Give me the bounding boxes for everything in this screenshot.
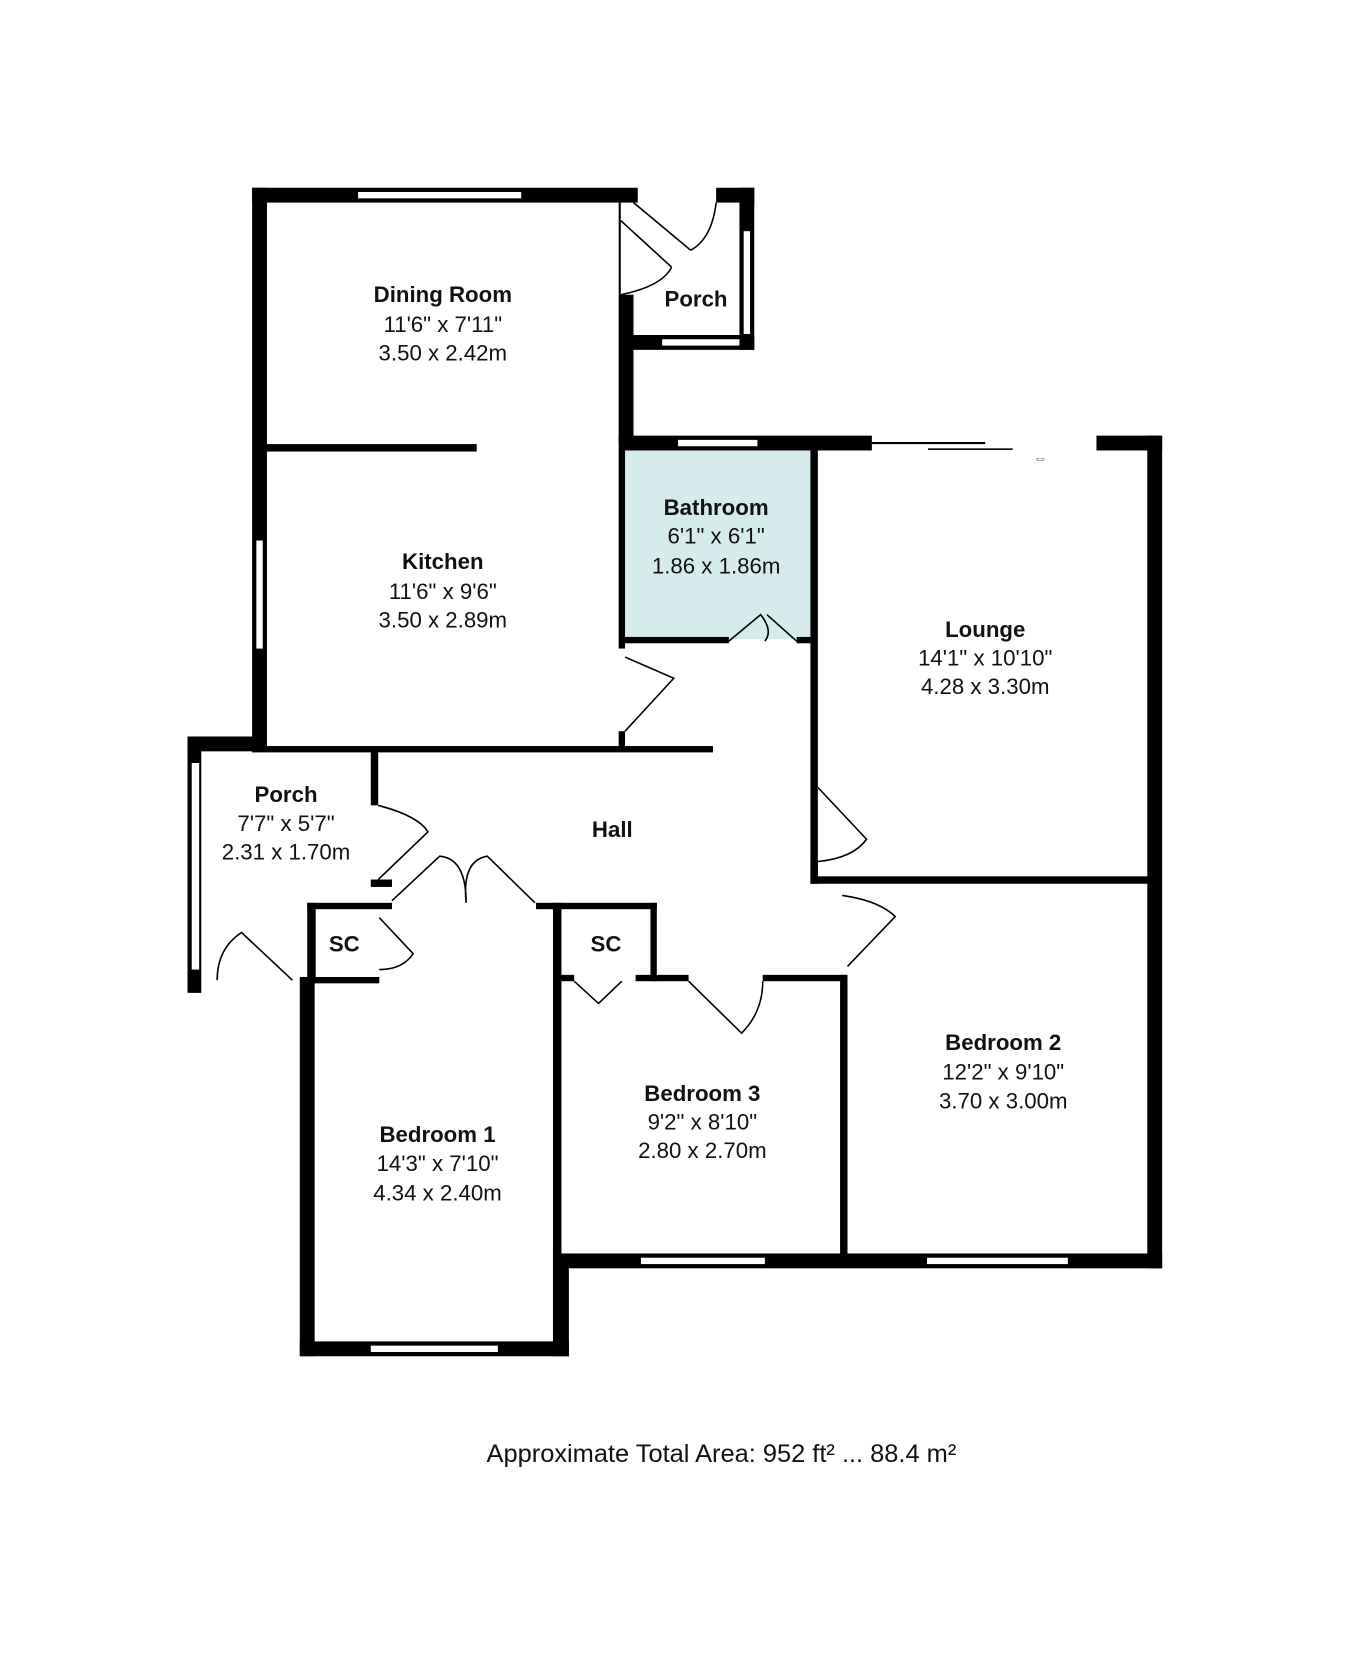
svg-text:4.34 x 2.40m: 4.34 x 2.40m <box>373 1181 502 1206</box>
svg-text:3.50 x 2.42m: 3.50 x 2.42m <box>379 340 508 365</box>
svg-text:3.50 x 2.89m: 3.50 x 2.89m <box>379 607 508 632</box>
room-kitchen: Kitchen 11'6" x 9'6" 3.50 x 2.89m <box>379 549 508 632</box>
svg-text:Bedroom 2: Bedroom 2 <box>945 1030 1061 1055</box>
total-area: Approximate Total Area: 952 ft² ... 88.4… <box>487 1440 957 1468</box>
window <box>256 540 263 649</box>
svg-text:12'2" x 9'10": 12'2" x 9'10" <box>942 1060 1064 1085</box>
svg-text:7'7" x 5'7": 7'7" x 5'7" <box>237 811 334 836</box>
svg-text:Bedroom 1: Bedroom 1 <box>379 1122 495 1147</box>
room-porch-top: Porch <box>665 286 728 311</box>
svg-text:3.70 x 3.00m: 3.70 x 3.00m <box>939 1088 1068 1113</box>
room-porch-left: Porch 7'7" x 5'7" 2.31 x 1.70m <box>222 782 351 864</box>
svg-text:11'6" x 9'6": 11'6" x 9'6" <box>389 579 497 604</box>
room-dining: Dining Room 11'6" x 7'11" 3.50 x 2.42m <box>374 282 512 365</box>
svg-text:⇔: ⇔ <box>1033 451 1048 467</box>
svg-text:Bathroom: Bathroom <box>664 495 769 520</box>
room-sc-2: SC <box>591 932 622 957</box>
window <box>358 191 522 199</box>
room-bedroom-2: Bedroom 2 12'2" x 9'10" 3.70 x 3.00m <box>939 1030 1068 1113</box>
svg-text:9'2" x 8'10": 9'2" x 8'10" <box>648 1110 758 1135</box>
svg-text:Lounge: Lounge <box>945 617 1025 642</box>
room-bedroom-3: Bedroom 3 9'2" x 8'10" 2.80 x 2.70m <box>638 1081 767 1163</box>
walls <box>187 187 1163 1357</box>
bathroom-fill <box>625 450 811 640</box>
svg-text:Kitchen: Kitchen <box>402 549 484 574</box>
svg-text:2.31 x 1.70m: 2.31 x 1.70m <box>222 839 351 864</box>
room-sc-1: SC <box>329 932 360 957</box>
svg-text:4.28 x 3.30m: 4.28 x 3.30m <box>921 674 1050 699</box>
svg-text:1.86 x 1.86m: 1.86 x 1.86m <box>652 553 781 578</box>
svg-text:Dining Room: Dining Room <box>374 282 512 307</box>
svg-text:14'3" x 7'10": 14'3" x 7'10" <box>377 1151 499 1176</box>
room-bathroom: Bathroom 6'1" x 6'1" 1.86 x 1.86m <box>652 495 781 578</box>
svg-text:Porch: Porch <box>255 782 318 807</box>
room-lounge: Lounge 14'1" x 10'10" 4.28 x 3.30m <box>918 617 1052 699</box>
svg-text:Bedroom 3: Bedroom 3 <box>644 1081 760 1106</box>
doors: ⇔ <box>216 201 1048 1035</box>
svg-text:14'1" x 10'10": 14'1" x 10'10" <box>918 646 1052 671</box>
svg-text:2.80 x 2.70m: 2.80 x 2.70m <box>638 1138 767 1163</box>
svg-text:6'1" x 6'1": 6'1" x 6'1" <box>668 524 765 549</box>
svg-text:11'6" x 7'11": 11'6" x 7'11" <box>383 312 502 337</box>
room-bedroom-1: Bedroom 1 14'3" x 7'10" 4.34 x 2.40m <box>373 1122 502 1205</box>
room-hall: Hall <box>592 817 633 842</box>
